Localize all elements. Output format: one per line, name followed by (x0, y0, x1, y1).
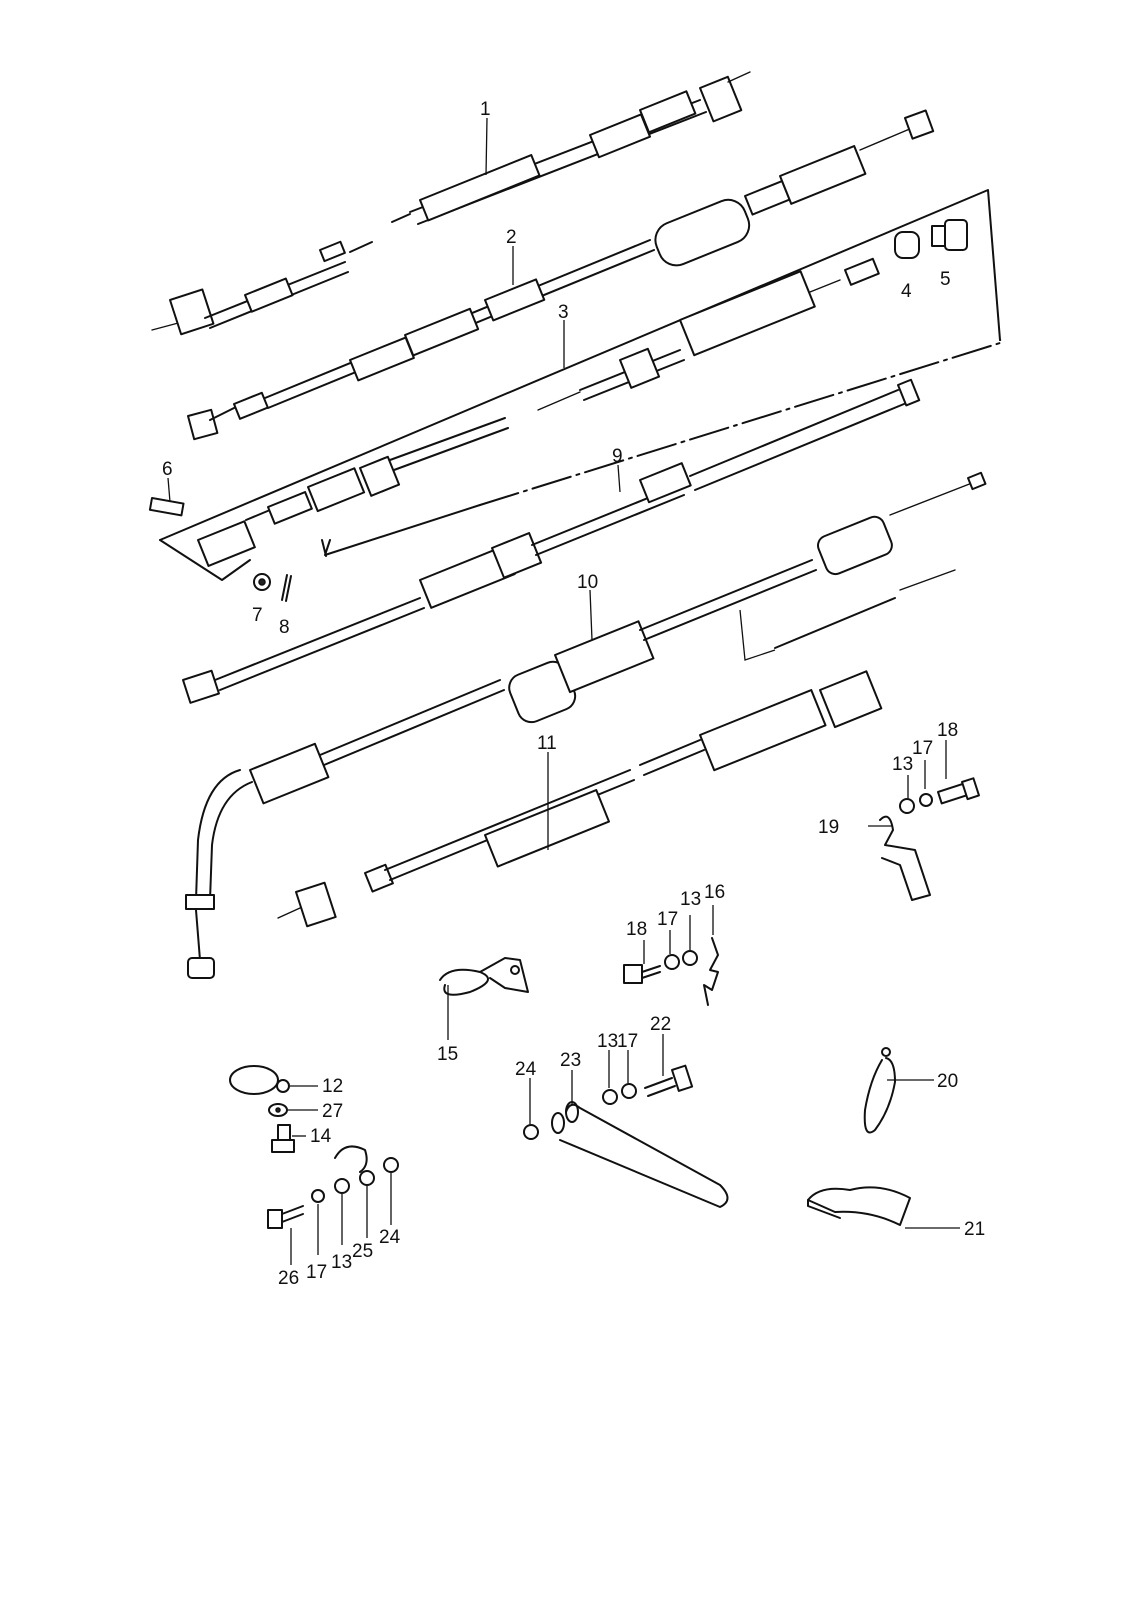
clevis-pin-6 (148, 497, 185, 517)
clamp-12 (229, 1065, 290, 1095)
throttle-cable (197, 257, 880, 567)
callout-labels: 1 2 3 4 5 6 7 8 9 10 11 12 13 13 13 13 1… (162, 99, 985, 1289)
assembly-group-outline (159, 189, 1001, 581)
callout-17-b: 17 (657, 909, 678, 930)
callout-11: 11 (537, 733, 557, 754)
callout-4: 4 (901, 281, 912, 302)
callout-27: 27 (322, 1101, 343, 1122)
callout-20: 20 (937, 1071, 958, 1092)
starter-cable (185, 471, 987, 979)
callout-7: 7 (252, 605, 263, 626)
callout-13-c: 13 (597, 1031, 618, 1052)
clamp-20 (863, 1047, 896, 1134)
hardware-cluster-right (879, 777, 980, 901)
callout-15: 15 (437, 1044, 458, 1065)
callout-16: 16 (704, 882, 725, 903)
callout-2: 2 (506, 227, 517, 248)
callout-13-b: 13 (680, 889, 701, 910)
bolt-22-with-washers (602, 1064, 694, 1105)
washer-27 (268, 1103, 288, 1117)
callout-6: 6 (162, 459, 173, 480)
cotter-pin-8 (281, 574, 292, 602)
hardware-cluster-center (623, 937, 719, 1006)
callout-17-a: 17 (912, 738, 933, 759)
callout-19: 19 (818, 817, 839, 838)
clutch-cable (187, 109, 935, 441)
callout-18-b: 18 (626, 919, 647, 940)
hardware-cluster-bottom-left (267, 1145, 399, 1229)
washer-7 (253, 573, 271, 591)
callout-13-a: 13 (892, 754, 913, 775)
cable-adjuster-5 (931, 219, 968, 251)
callout-17-c: 17 (617, 1031, 638, 1052)
callout-14: 14 (310, 1126, 332, 1147)
callout-9: 9 (612, 446, 623, 467)
leader-lines (167, 117, 960, 1265)
callout-8: 8 (279, 617, 290, 638)
callout-17-d: 17 (306, 1262, 327, 1283)
cable-nut-4 (894, 231, 920, 259)
wire-bracket-23 (523, 1101, 729, 1208)
callout-21: 21 (964, 1219, 985, 1240)
callout-25: 25 (352, 1241, 373, 1262)
callout-10: 10 (577, 572, 598, 593)
speedometer-cable-lower (277, 670, 883, 928)
callout-1: 1 (480, 99, 491, 120)
bolt-14 (271, 1124, 295, 1153)
callout-18-a: 18 (937, 720, 958, 741)
callout-26: 26 (278, 1268, 299, 1289)
band-clamp-21 (807, 1186, 911, 1226)
callout-3: 3 (558, 302, 569, 323)
clamp-15 (439, 957, 529, 996)
callout-12: 12 (322, 1076, 343, 1097)
callout-5: 5 (940, 269, 951, 290)
callout-22: 22 (650, 1014, 671, 1035)
callout-13-d: 13 (331, 1252, 352, 1273)
callout-24-b: 24 (379, 1227, 401, 1248)
brake-cable (182, 378, 921, 704)
callout-23: 23 (560, 1050, 581, 1071)
callout-24-a: 24 (515, 1059, 537, 1080)
speedometer-cable-upper (151, 71, 751, 336)
